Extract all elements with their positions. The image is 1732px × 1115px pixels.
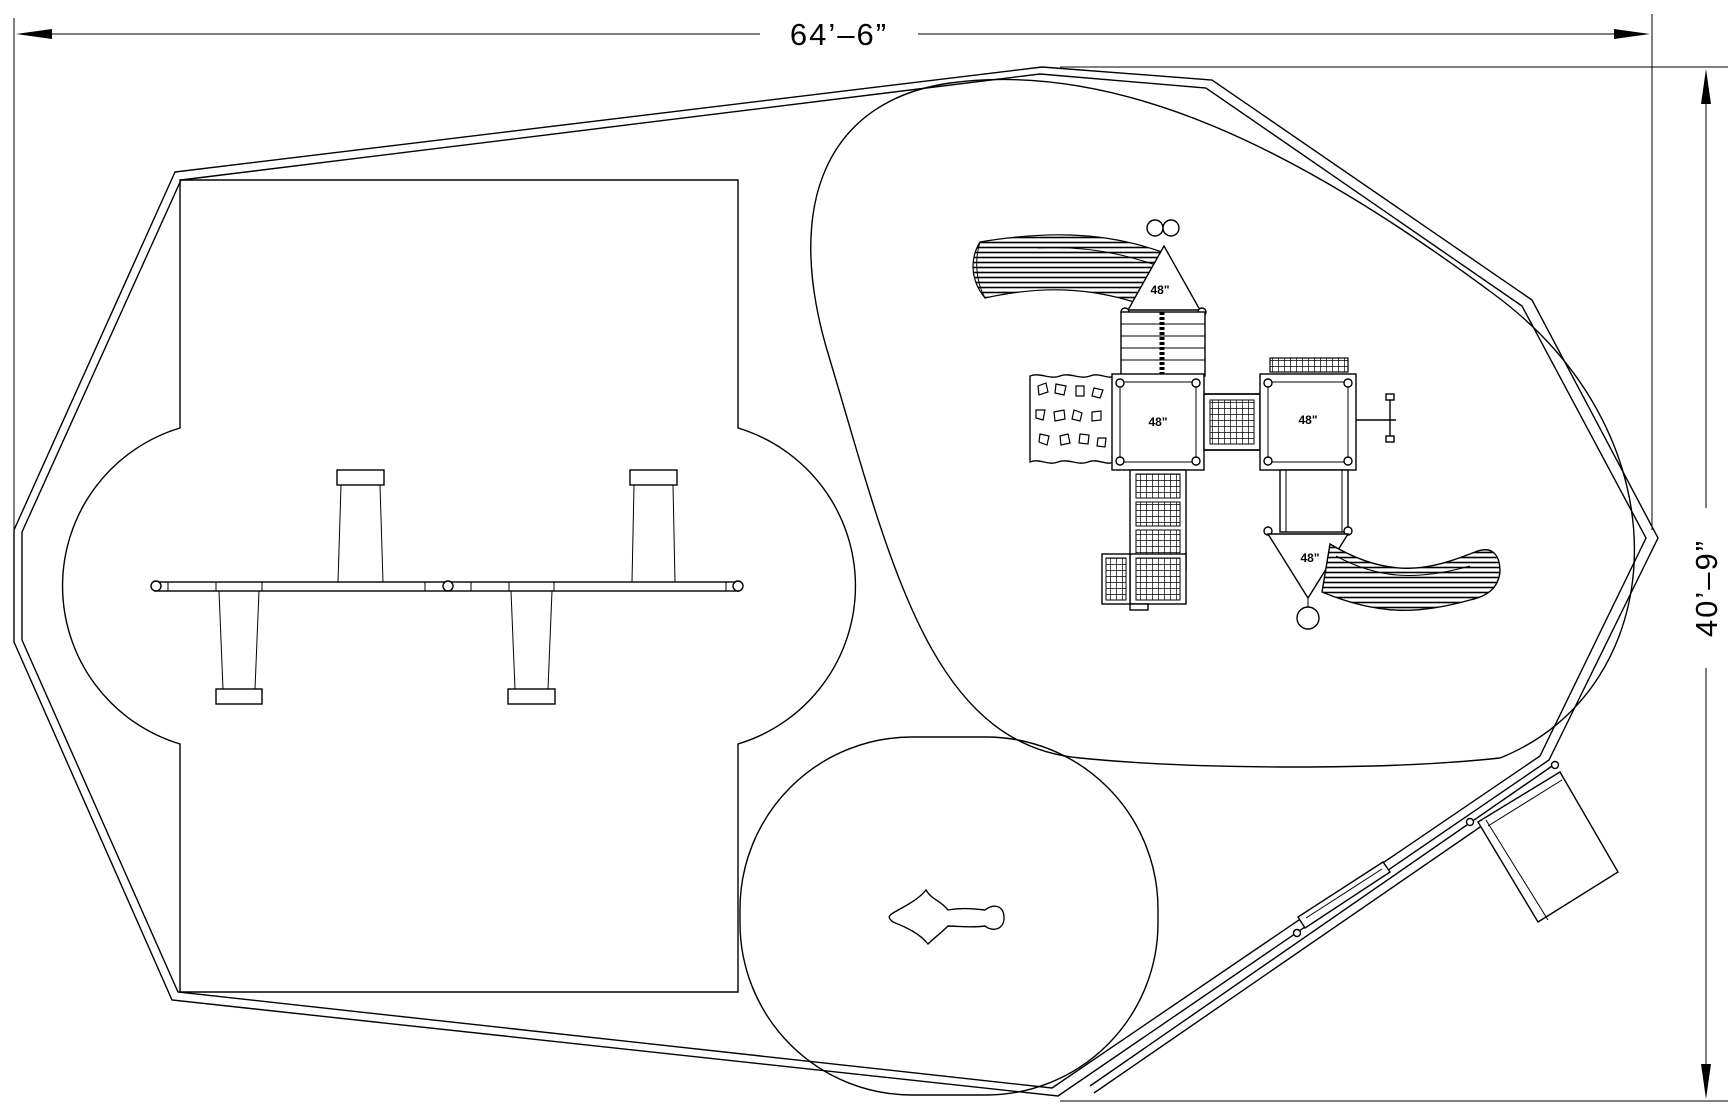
site-border bbox=[13, 66, 1659, 1097]
height-label: 40’–9” bbox=[1689, 539, 1724, 637]
height-dimension: 40’–9” bbox=[1060, 66, 1728, 1102]
center-deck-platform bbox=[1111, 373, 1205, 471]
top-tower: 48" bbox=[1120, 219, 1207, 377]
panel-hatched bbox=[1269, 357, 1349, 373]
swing-seat-4 bbox=[629, 469, 678, 583]
tube-connector bbox=[1279, 469, 1349, 533]
swing-seat bbox=[629, 469, 678, 486]
lower-roof-height: 48" bbox=[1300, 551, 1319, 565]
arrow-up-icon bbox=[1701, 69, 1711, 104]
climbing-wall bbox=[1029, 374, 1115, 464]
width-label: 64’–6” bbox=[790, 17, 888, 52]
steering-panel bbox=[1356, 393, 1396, 443]
beam-center-post bbox=[442, 580, 454, 592]
arrow-down-icon bbox=[1701, 1064, 1711, 1099]
center-deck: 48" bbox=[1111, 373, 1205, 471]
lower-roof: 48" bbox=[1263, 526, 1353, 630]
periscope-icon bbox=[1296, 606, 1320, 630]
slide-bed bbox=[1321, 542, 1501, 612]
swing-seat-1 bbox=[215, 582, 263, 705]
top-roof-height: 48" bbox=[1150, 283, 1169, 297]
center-deck-height: 48" bbox=[1148, 415, 1167, 429]
swing-seat-2 bbox=[336, 469, 385, 583]
bridge bbox=[1203, 393, 1261, 451]
slide-right bbox=[1321, 542, 1501, 612]
bench-frame bbox=[1089, 760, 1619, 1094]
swing-seat bbox=[336, 469, 385, 486]
spring-rider-use-zone bbox=[739, 736, 1159, 1096]
right-deck: 48" bbox=[1259, 357, 1396, 471]
swing-use-zone bbox=[61, 179, 857, 993]
arrow-right-icon bbox=[1614, 29, 1650, 39]
bench bbox=[1297, 861, 1391, 929]
swing-beam bbox=[150, 580, 744, 592]
swing-seat-3 bbox=[507, 582, 556, 705]
arrow-left-icon bbox=[16, 29, 52, 39]
width-dimension: 64’–6” bbox=[13, 14, 1653, 530]
swing-area bbox=[61, 179, 857, 993]
steering-wheel-icon bbox=[1162, 219, 1180, 237]
swing-seat bbox=[215, 688, 263, 705]
right-deck-platform bbox=[1259, 373, 1357, 471]
beam-end-right bbox=[732, 580, 744, 592]
right-deck-height: 48" bbox=[1298, 413, 1317, 427]
fish-spring-rider-icon bbox=[888, 888, 1005, 946]
shade-panel bbox=[1477, 771, 1619, 923]
slide-left bbox=[972, 234, 1163, 307]
play-structure-use-zone bbox=[810, 78, 1636, 768]
crawl-tube bbox=[1279, 469, 1349, 533]
top-roof-triangle bbox=[1126, 244, 1202, 311]
spring-rider-area bbox=[739, 736, 1159, 1096]
beam-end-left bbox=[150, 580, 162, 592]
play-structure-area: 48" bbox=[810, 78, 1636, 768]
swing-seat bbox=[507, 688, 556, 705]
slide-bed bbox=[972, 234, 1163, 307]
site-border-inner bbox=[21, 73, 1647, 1089]
stairs bbox=[1101, 469, 1187, 611]
site-border-outer bbox=[13, 66, 1659, 1097]
steering-wheel-icon bbox=[1146, 219, 1164, 237]
